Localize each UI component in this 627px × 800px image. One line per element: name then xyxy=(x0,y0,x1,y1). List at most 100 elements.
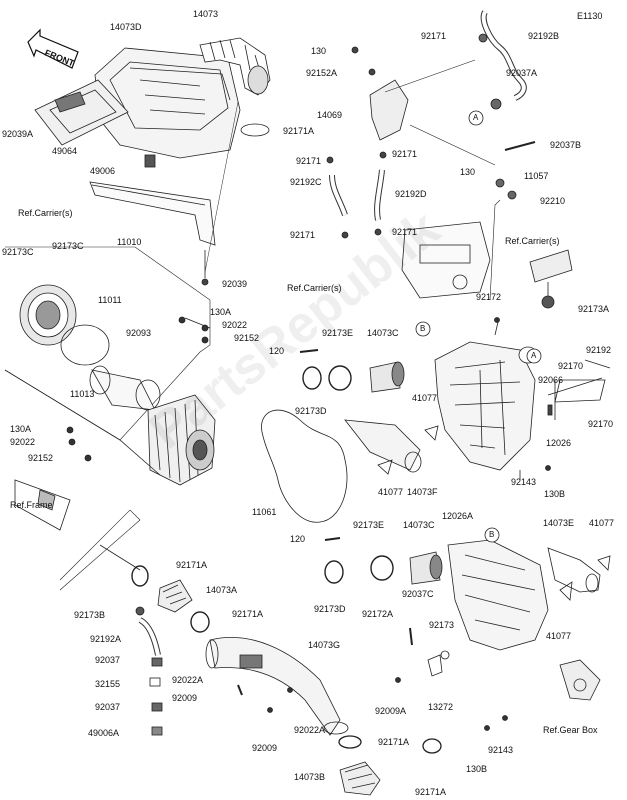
mount-bracket xyxy=(89,181,216,246)
part-label: 92022 xyxy=(222,320,248,330)
part-label: 92173D xyxy=(295,406,327,416)
gasket xyxy=(261,409,348,523)
part-label: 92143 xyxy=(488,745,514,755)
part-label: 92022A xyxy=(172,675,204,685)
part-label: 11057 xyxy=(524,171,549,181)
part-label: 41077 xyxy=(378,487,404,497)
part-label: Ref.Carrier(s) xyxy=(505,236,560,246)
front-arrow-icon: FRONT xyxy=(27,28,79,69)
part-label: 92022A xyxy=(294,725,326,735)
part-label: 92170 xyxy=(588,419,614,429)
part-label: 92171A xyxy=(378,737,410,747)
part-label: 11061 xyxy=(252,507,277,517)
part-label: 92171A xyxy=(415,787,447,797)
upper-clamps xyxy=(299,349,439,475)
part-label: 92039 xyxy=(222,279,248,289)
breather-hoses xyxy=(326,10,536,301)
part-label: 92093 xyxy=(126,328,152,338)
part-label: 130B xyxy=(544,489,566,499)
part-label: Ref.Gear Box xyxy=(543,725,598,735)
part-label: 14073F xyxy=(407,487,438,497)
part-label: 13272 xyxy=(428,702,454,712)
part-label: 12026 xyxy=(546,438,572,448)
part-label: 92173B xyxy=(74,610,106,620)
part-label: 92171 xyxy=(392,227,418,237)
part-label: 130 xyxy=(460,167,476,177)
part-label: 92171 xyxy=(290,230,316,240)
part-label: 11011 xyxy=(98,295,122,305)
part-label: 130A xyxy=(210,307,232,317)
part-label: 92143 xyxy=(511,477,537,487)
part-label: 92022 xyxy=(10,437,36,447)
part-label: 92192 xyxy=(586,345,612,355)
part-label: 92039A xyxy=(2,129,34,139)
part-label: 130B xyxy=(466,764,488,774)
intake-duct xyxy=(199,37,271,137)
part-label: 92173C xyxy=(2,247,34,257)
part-label: 92172A xyxy=(362,609,394,619)
part-label: 41077 xyxy=(589,518,615,528)
part-label: 92172 xyxy=(476,292,502,302)
part-label: 92152 xyxy=(28,453,54,463)
part-label: 12026A xyxy=(442,511,474,521)
part-label: 120 xyxy=(269,346,285,356)
part-label: 92170 xyxy=(558,361,584,371)
reference-letter: A xyxy=(473,113,479,122)
part-label: 92192A xyxy=(90,634,122,644)
part-label: 92037B xyxy=(550,140,582,150)
part-label: 14073D xyxy=(110,22,142,32)
part-label: Ref.Carrier(s) xyxy=(18,208,73,218)
part-label: 92152 xyxy=(234,333,260,343)
part-label: 92173C xyxy=(52,241,84,251)
reference-letter: B xyxy=(420,324,426,333)
part-label: 92037A xyxy=(506,68,538,78)
air-cleaner-cover xyxy=(94,47,241,159)
part-label: 32155 xyxy=(95,679,121,689)
part-label: 14073G xyxy=(308,640,341,650)
part-label: 92171 xyxy=(421,31,447,41)
part-label: 92173E xyxy=(353,520,385,530)
air-box-lower xyxy=(447,539,611,701)
part-label: 14073C xyxy=(367,328,399,338)
part-label: 92066 xyxy=(538,375,564,385)
part-label: 92009A xyxy=(375,706,407,716)
part-label: 92173 xyxy=(429,620,455,630)
part-label: 49064 xyxy=(52,146,78,156)
part-label: 92171 xyxy=(296,156,322,166)
part-label: 92171A xyxy=(232,609,264,619)
reference-letter: A xyxy=(531,351,537,360)
part-label: 120 xyxy=(290,534,306,544)
part-label: 14073 xyxy=(193,9,219,19)
part-label: 92171 xyxy=(392,149,418,159)
part-label: Ref.Carrier(s) xyxy=(287,283,342,293)
part-label: 14073E xyxy=(543,518,575,528)
part-label: 14073A xyxy=(206,585,238,595)
part-label: 41077 xyxy=(412,393,438,403)
part-label: 11010 xyxy=(117,237,142,247)
part-label: 92192D xyxy=(395,189,427,199)
lower-intake-pipe xyxy=(59,509,442,796)
part-label: 92192C xyxy=(290,177,322,187)
part-label: 92037C xyxy=(402,589,434,599)
part-label: 92173D xyxy=(314,604,346,614)
part-label: Ref.Frame xyxy=(10,500,53,510)
filter-assembly xyxy=(4,246,216,531)
part-label: 92173E xyxy=(322,328,354,338)
part-label: 92037 xyxy=(95,702,121,712)
part-label: 41077 xyxy=(546,631,572,641)
part-label: 11013 xyxy=(70,389,95,399)
reference-letter: B xyxy=(489,530,495,539)
part-label: 49006 xyxy=(90,166,116,176)
part-label: 14073B xyxy=(294,772,326,782)
part-label: 92152A xyxy=(306,68,338,78)
part-label: 130 xyxy=(311,46,327,56)
part-label: 130A xyxy=(10,424,32,434)
part-label: 92037 xyxy=(95,655,121,665)
part-label: 92210 xyxy=(540,196,566,206)
part-label: 14069 xyxy=(317,110,343,120)
part-label: 92192B xyxy=(528,31,560,41)
part-label: 92171A xyxy=(283,126,315,136)
part-label: 49006A xyxy=(88,728,120,738)
